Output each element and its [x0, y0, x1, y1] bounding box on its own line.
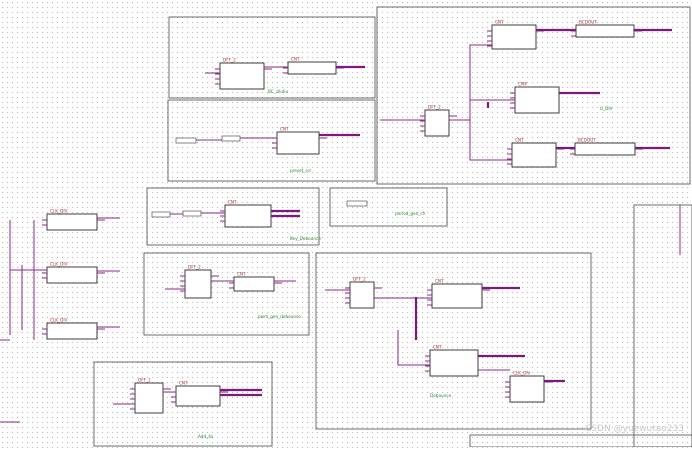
counter-block[interactable]: [511, 142, 557, 168]
group-frame: [376, 6, 691, 185]
wire: [469, 120, 512, 161]
wire: [397, 330, 430, 366]
counter-block-title: CNT: [237, 272, 246, 277]
group-label: BC_clkdiv: [268, 89, 289, 94]
counter-block[interactable]: [224, 204, 272, 228]
bcd-block[interactable]: [575, 24, 635, 38]
counter-block-title: CNT: [515, 138, 524, 143]
dff-block-title: DFF_2: [188, 265, 201, 270]
clock-block[interactable]: [509, 375, 545, 403]
dff-block-title: DFF_2: [223, 58, 236, 63]
group-label: Add_4x: [198, 434, 214, 439]
clock-block-title: CLK_DIV: [50, 318, 68, 323]
input-pin-box[interactable]: [182, 210, 202, 217]
clock-block-title: CLK_DIV: [513, 371, 531, 376]
group-frame: [469, 434, 692, 448]
wire: [449, 44, 492, 121]
clock-block[interactable]: [46, 322, 98, 340]
dff-block-title: DFF_2: [353, 277, 366, 282]
counter-block[interactable]: [175, 385, 221, 407]
counter-block-title: CNT: [291, 57, 300, 62]
counter-block[interactable]: [429, 349, 479, 377]
group-frame: [167, 99, 376, 182]
group-label: preset_src: [290, 168, 312, 173]
counter-block[interactable]: [276, 131, 320, 155]
group-frame: [146, 187, 320, 246]
bcd-block-title: BCDOUT: [578, 138, 596, 143]
group-frame: [329, 187, 448, 227]
bcd-block-title: BCDOUT: [579, 20, 597, 25]
counter-block-title: CNT: [228, 200, 237, 205]
dff-block[interactable]: [219, 62, 265, 90]
group-frame: [315, 252, 592, 430]
group-frame: [143, 252, 310, 336]
clock-block-title: CLK_DIV: [50, 209, 68, 214]
counter-block[interactable]: [491, 24, 537, 50]
group-label: U_DIV: [600, 106, 613, 111]
clock-block[interactable]: [46, 213, 98, 231]
input-pin-box[interactable]: [175, 137, 197, 144]
group-label: Debounce: [430, 393, 452, 398]
dff-block[interactable]: [134, 382, 164, 414]
counter-block[interactable]: [287, 61, 337, 75]
dff-block[interactable]: [184, 269, 212, 299]
counter-block-title: CNT: [433, 345, 442, 350]
counter-block-title: CNT: [435, 279, 444, 284]
counter-block-title: CNT: [280, 127, 289, 132]
watermark: CSDN @yuewutao233: [585, 424, 684, 434]
clock-block[interactable]: [46, 266, 98, 284]
dff-block-title: DFF_2: [428, 105, 441, 110]
input-pin-box[interactable]: [346, 200, 368, 207]
clock-block-title: CLK_DIV: [50, 262, 68, 267]
compare-block[interactable]: [514, 86, 560, 114]
input-pin-box[interactable]: [221, 135, 241, 142]
dff-block[interactable]: [424, 109, 450, 137]
compare-block-title: CMP: [518, 82, 528, 87]
dff-block[interactable]: [349, 281, 375, 309]
bcd-block[interactable]: [574, 142, 636, 156]
group-label: period_gen_ch: [395, 211, 426, 216]
group-frame: [633, 204, 692, 448]
counter-block[interactable]: [233, 276, 275, 292]
counter-block-title: CNT: [179, 381, 188, 386]
counter-block[interactable]: [431, 283, 483, 309]
group-frame: [93, 361, 273, 447]
input-pin-box[interactable]: [151, 211, 171, 218]
group-frame: [168, 16, 376, 99]
group-label: Key_Debounce: [290, 236, 321, 241]
dff-block-title: DFF_2: [138, 378, 151, 383]
counter-block-title: CNT: [495, 20, 504, 25]
group-label: pwm_gen_debounce: [258, 314, 301, 319]
